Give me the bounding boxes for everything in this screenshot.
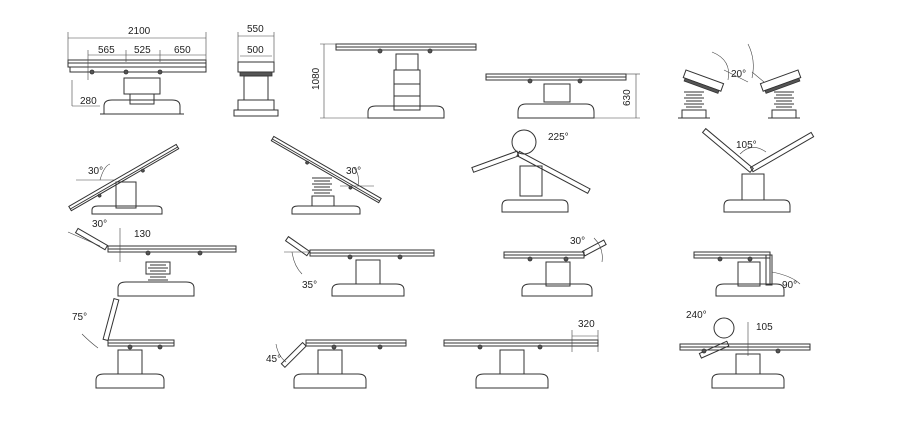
trendelenburg-label: 30°	[88, 166, 103, 177]
leg-section-label: 650	[174, 45, 191, 56]
trendelenburg-view: 30°	[68, 143, 180, 215]
reflex-view: 105°	[701, 127, 815, 213]
leg-fold-label: 90°	[782, 280, 797, 291]
lateral-tilt-label: 20°	[731, 69, 746, 80]
leg-up-label: 30°	[570, 236, 585, 247]
back-rotate-view: 240° 105	[679, 310, 811, 389]
side-view-dimensions: 2100 565 525 650 280	[67, 26, 207, 115]
slide-view: 320	[443, 319, 599, 389]
height-min-label: 630	[622, 89, 633, 106]
head-up-label: 30°	[92, 219, 107, 230]
leg-up-view: 30°	[503, 236, 607, 297]
head-down-view: 45°	[266, 339, 407, 389]
head-tilt-view: 75°	[72, 298, 175, 389]
back-section-label: 525	[134, 45, 151, 56]
reverse-trendelenburg-label: 30°	[346, 166, 361, 177]
max-height-view: 1080	[311, 43, 477, 119]
leg-down-label: 35°	[302, 280, 317, 291]
head-extension-view: 30° 130	[67, 219, 237, 297]
leg-fold-view: 90°	[693, 251, 801, 297]
total-length-label: 2100	[128, 26, 151, 37]
left-column-bellow	[683, 91, 705, 111]
head-offset-label: 280	[80, 96, 97, 107]
width-inner-label: 500	[247, 45, 264, 56]
lateral-tilt-view: 20°	[678, 43, 802, 119]
head-extension-label: 130	[134, 229, 151, 240]
slide-range-label: 320	[578, 319, 595, 330]
flex-view: 225°	[471, 129, 591, 213]
head-tilt-label: 75°	[72, 312, 87, 323]
reverse-trendelenburg-view: 30°	[270, 135, 382, 215]
height-max-label: 1080	[311, 67, 322, 90]
back-offset-label: 105	[756, 322, 773, 333]
head-section-label: 565	[98, 45, 115, 56]
head-down-label: 45°	[266, 354, 281, 365]
min-height-view: 630	[485, 73, 640, 119]
reflex-label: 105°	[736, 140, 757, 151]
flex-label: 225°	[548, 132, 569, 143]
end-view-width: 550 500	[233, 24, 279, 117]
leg-down-view: 35°	[284, 235, 435, 297]
back-rotate-label: 240°	[686, 310, 707, 321]
width-outer-label: 550	[247, 24, 264, 35]
